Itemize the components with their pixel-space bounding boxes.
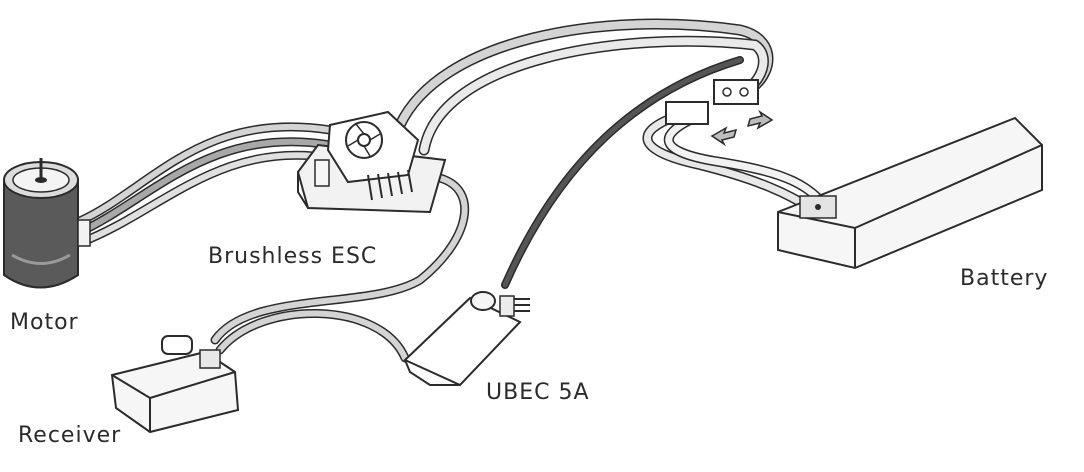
esc-with-fan-icon [296, 110, 447, 214]
motor-to-esc-wires [73, 122, 335, 247]
motor-label: Motor [10, 310, 79, 335]
battery-label: Battery [960, 266, 1049, 291]
esc-label: Brushless ESC [208, 244, 378, 269]
battery-balance-to-ubec-wire [501, 56, 744, 289]
battery-leads [642, 113, 840, 227]
ubec-to-receiver-wire [215, 309, 410, 363]
battery-plug-icon [665, 101, 709, 125]
esc-to-battery-wires [394, 18, 774, 156]
connect-arrows-icon [710, 109, 774, 147]
receiver-box-icon [110, 335, 240, 434]
battery-socket-icon [713, 79, 759, 105]
ubec-module-icon [403, 291, 530, 387]
ubec-label: UBEC 5A [486, 380, 590, 405]
brushless-motor-icon [3, 158, 91, 289]
receiver-label: Receiver [18, 423, 122, 448]
esc-to-receiver-wire [210, 173, 470, 345]
lipo-battery-icon [777, 116, 1043, 270]
